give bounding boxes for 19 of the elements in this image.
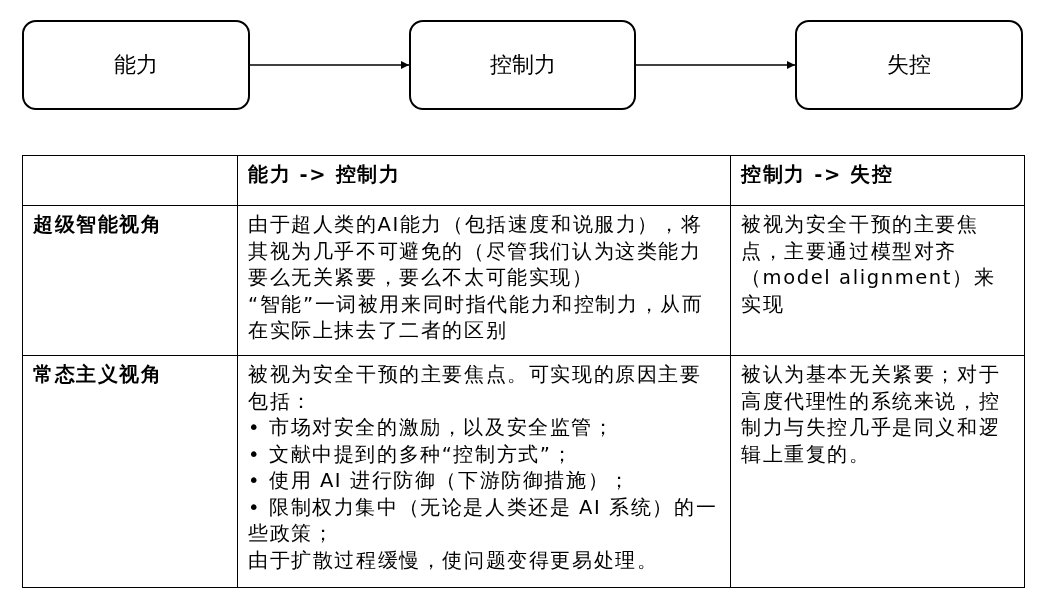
header-text: 常态主义视角 xyxy=(33,362,164,388)
arrow xyxy=(635,61,796,69)
cell-text: “智能”一词被用来同时指代能力和控制力，从而在实际上抹去了二者的区别 xyxy=(248,291,705,344)
cell-text: 被视为安全干预的主要焦点，主要通过模型对齐（model alignment）来实现 xyxy=(741,212,997,318)
header-text: 控制力 -> 失控 xyxy=(741,162,895,188)
cell-text: 被认为基本无关紧要；对于高度代理性的系统来说，控制力与失控几乎是同义和逻辑上重复的。 xyxy=(741,362,1002,468)
header-text: 超级智能视角 xyxy=(33,212,164,238)
cell-text: • 文献中提到的多种“控制方式”； xyxy=(248,441,575,468)
arrow xyxy=(249,61,410,69)
cell-text: 被视为安全干预的主要焦点。可实现的原因主要包括： xyxy=(248,362,703,415)
cell-text: 由于扩散过程缓慢，使问题变得更易处理。 xyxy=(248,547,660,574)
cell-text: • 市场对安全的激励，以及安全监管； xyxy=(248,415,616,441)
process-box: 能力 xyxy=(22,20,250,110)
process-box: 控制力 xyxy=(409,20,636,110)
cell-text: • 使用 AI 进行防御（下游防御措施）； xyxy=(248,468,632,494)
header-text: 能力 -> 控制力 xyxy=(248,162,402,188)
process-box: 失控 xyxy=(795,20,1023,110)
cell-text: • 限制权力集中（无论是人类还是 AI 系统）的一些政策； xyxy=(248,494,719,547)
cell-text: 由于超人类的AI能力（包括速度和说服力），将其视为几乎不可避免的（尽管我们认为这类能力要么无关紧要，要么不太可能实现） xyxy=(248,212,704,291)
